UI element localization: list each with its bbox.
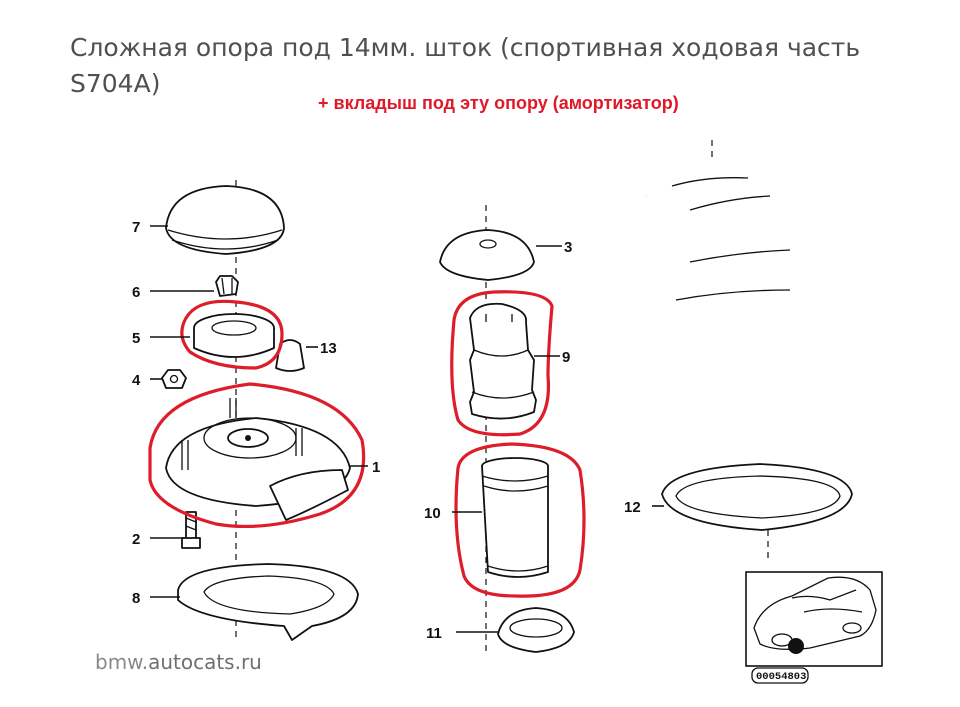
part-11-ring bbox=[497, 607, 575, 653]
callout-9: 9 bbox=[562, 349, 570, 366]
part-2-bolt bbox=[181, 511, 201, 549]
highlight-part-10 bbox=[454, 442, 586, 598]
highlight-part-1 bbox=[148, 382, 366, 529]
part-8-spring-seat bbox=[177, 563, 359, 641]
highlight-part-5 bbox=[180, 299, 284, 370]
part-3-washer bbox=[439, 229, 535, 281]
callout-11: 11 bbox=[426, 625, 442, 642]
part-4-nut bbox=[161, 369, 187, 389]
part-10-tube bbox=[481, 457, 549, 578]
inset-code-box bbox=[751, 667, 809, 684]
part-7-cap bbox=[165, 185, 285, 255]
part-5-bearing bbox=[193, 313, 275, 358]
callout-6: 6 bbox=[132, 284, 140, 301]
part-9-bumpstop bbox=[469, 302, 537, 420]
vehicle-inset: 00054803 bbox=[745, 571, 883, 684]
callout-5: 5 bbox=[132, 330, 140, 347]
highlight-part-9 bbox=[450, 290, 554, 437]
part-12-spring-pad bbox=[661, 463, 853, 531]
callout-10: 10 bbox=[424, 505, 441, 522]
part-13-cap bbox=[275, 339, 305, 372]
location-marker-icon bbox=[788, 638, 804, 654]
inset-frame bbox=[745, 571, 883, 667]
part-6-nut bbox=[215, 275, 239, 297]
callout-1: 1 bbox=[372, 459, 380, 476]
callout-8: 8 bbox=[132, 590, 140, 607]
watermark-prefix: bmw. bbox=[95, 650, 149, 674]
callout-4: 4 bbox=[132, 372, 141, 389]
page-title: Сложная опора под 14мм. шток (спортивная… bbox=[70, 33, 861, 98]
inset-code: 00054803 bbox=[756, 671, 806, 683]
part-12-spring bbox=[642, 157, 822, 466]
part-1-mount bbox=[165, 398, 351, 521]
callout-12: 12 bbox=[624, 499, 641, 516]
callout-7: 7 bbox=[132, 219, 140, 236]
watermark: bmw.autocats.ru bbox=[95, 650, 262, 674]
callout-3: 3 bbox=[564, 239, 572, 256]
leader-lines bbox=[150, 225, 664, 633]
watermark-domain: autocats.ru bbox=[148, 650, 262, 674]
callout-2: 2 bbox=[132, 531, 140, 548]
callout-13: 13 bbox=[320, 340, 337, 357]
subtitle-note: + вкладыш под эту опору (амортизатор) bbox=[318, 93, 679, 113]
